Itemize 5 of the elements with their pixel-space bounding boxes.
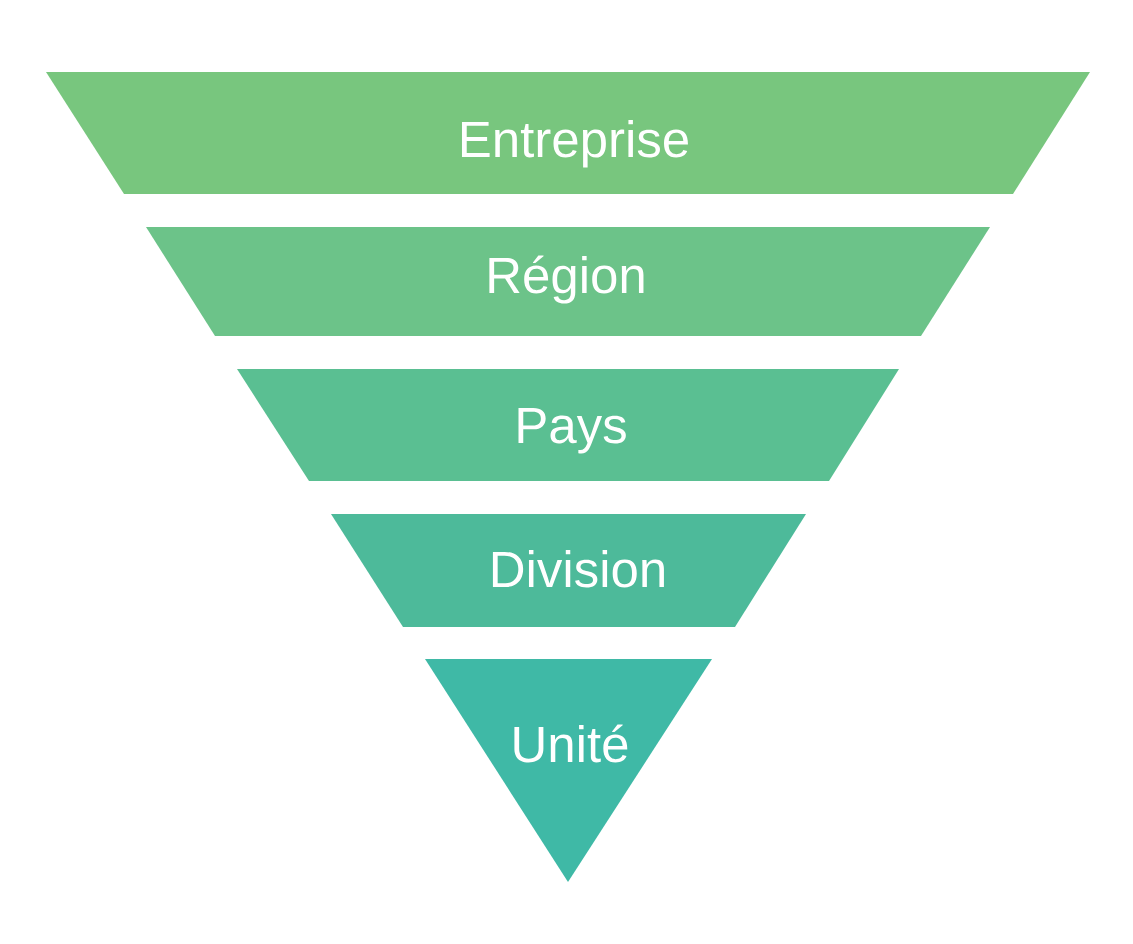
funnel-band: Division bbox=[331, 514, 806, 627]
funnel-tip: Unité bbox=[425, 659, 712, 882]
funnel-band: Pays bbox=[237, 369, 899, 481]
funnel-band: Entreprise bbox=[46, 72, 1090, 194]
funnel-band: Région bbox=[146, 227, 990, 336]
